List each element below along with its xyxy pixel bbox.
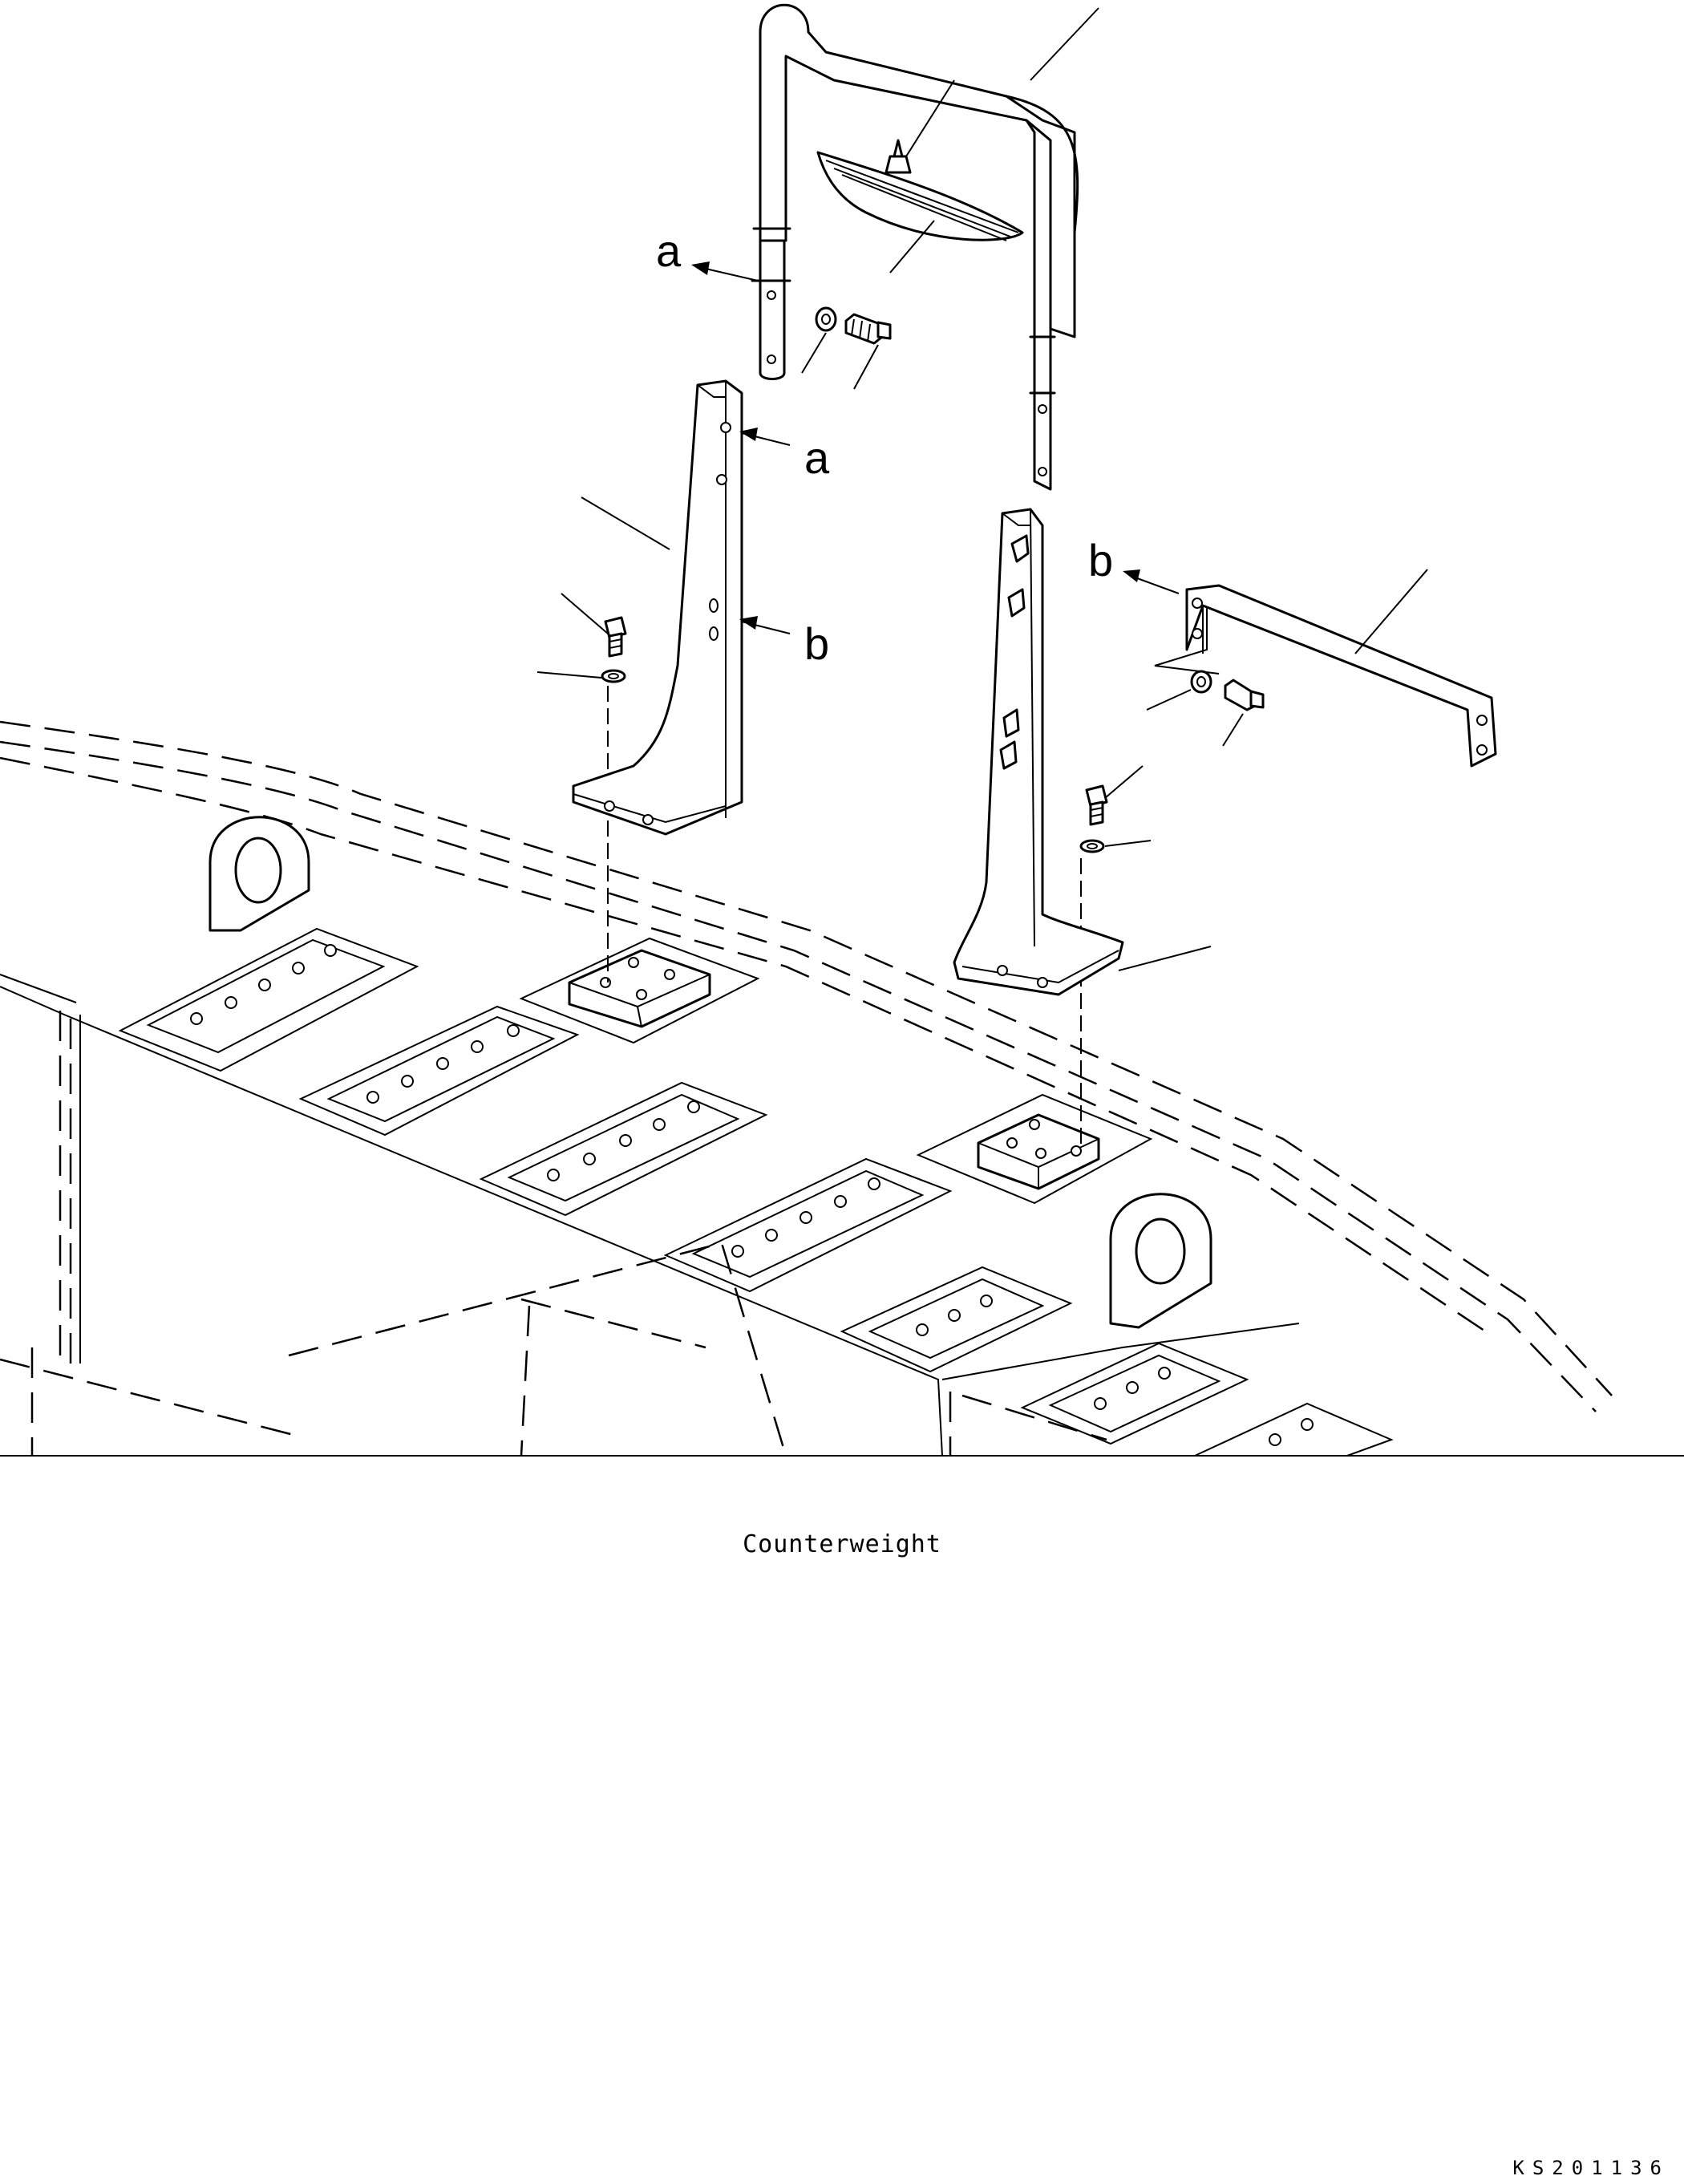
cover-plate (1194, 1402, 1394, 1457)
figure-caption: Counterweight (743, 1530, 941, 1558)
cover-plate (1020, 1342, 1249, 1445)
callout-a-upper: a (656, 225, 682, 276)
cover-plate (840, 1266, 1073, 1373)
bracket-left (572, 379, 743, 836)
callout-b-lower: b (804, 618, 829, 669)
cover-plate (479, 1081, 768, 1217)
cover-plate (118, 927, 419, 1072)
bracket-right (953, 508, 1124, 996)
bolt-washer-stay (1190, 670, 1265, 711)
lifting-eye-right (1109, 1193, 1212, 1329)
stay-bar (1185, 584, 1497, 768)
bolt-washer-right (1079, 784, 1108, 853)
callout-arrows (691, 261, 1180, 634)
cover-plate (663, 1157, 953, 1293)
callout-a-lower: a (804, 432, 830, 483)
mounting-pad-left (519, 937, 760, 1044)
work-lamp (816, 139, 1024, 241)
alignment-lines (607, 606, 1220, 1149)
cover-plate (298, 1005, 580, 1137)
bolt-washer-left (601, 616, 627, 683)
lifting-eye-left (208, 816, 310, 932)
callout-b-upper: b (1088, 535, 1113, 586)
mounting-pad-right (916, 1093, 1153, 1205)
cover-plates (118, 927, 1394, 1457)
bolt-washer-upper (815, 306, 892, 345)
leader-lines (536, 7, 1428, 971)
handrail-frame (751, 3, 1079, 491)
drawing-code: KS201136 (1512, 2157, 1670, 2179)
counterweight-outline (0, 720, 1613, 1457)
counterweight-edges (0, 974, 1684, 1457)
